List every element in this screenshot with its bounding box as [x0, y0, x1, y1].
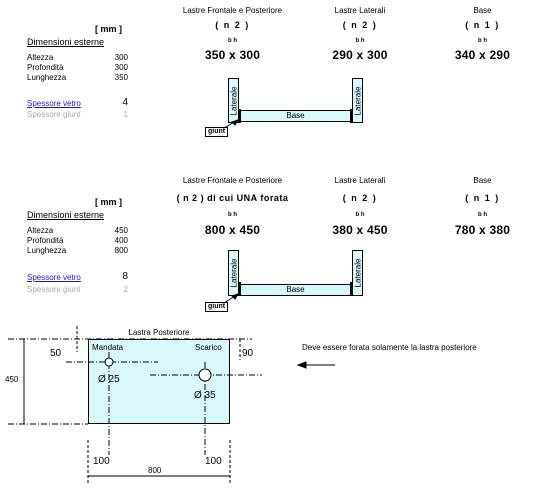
right-offset-value: 90 [242, 348, 254, 359]
spessore-giunt-label: Spessore giunt [27, 110, 81, 119]
laterale-right-panel: Laterale [352, 78, 363, 123]
col-frontale-title-2: Lastre Frontale e Posteriore [182, 176, 283, 185]
col-base-dims-2: 780 x 380 [454, 223, 511, 237]
mandata-hole [104, 357, 114, 367]
row-value-altezza-2: 450 [114, 226, 128, 235]
width-value: 800 [148, 466, 162, 475]
scarico-label: Scarico [195, 343, 222, 352]
row-label-lunghezza-2: Lunghezza [27, 246, 67, 255]
dimensions-heading: Dimensioni esterne [27, 37, 105, 47]
left-offset-value: 50 [50, 348, 62, 359]
rear-panel-title: Lastra Posteriore [128, 328, 190, 337]
row-label-profondita-2: Profondità [27, 236, 64, 245]
col-base-dims: 340 x 290 [454, 48, 511, 62]
laterale-right-panel-2: Laterale [352, 250, 363, 296]
unit-label-2: [ mm ] [95, 197, 122, 207]
note-arrowhead [296, 361, 307, 369]
col-laterali-qty: ( n 2 ) [342, 20, 378, 30]
mandata-label: Mandata [92, 343, 124, 352]
col-frontale-qty-2: ( n 2 ) di cui UNA forata [176, 193, 289, 203]
row-value-lunghezza-2: 800 [114, 246, 128, 255]
mandata-diameter: Ø 25 [98, 374, 120, 385]
row-value-profondita: 300 [114, 63, 128, 72]
row-label-lunghezza: Lunghezza [27, 73, 67, 82]
scarico-diameter: Ø 35 [194, 390, 216, 401]
row-value-lunghezza: 350 [114, 73, 128, 82]
dimensions-heading-2: Dimensioni esterne [27, 210, 105, 220]
giunt-tag-2: giunt [205, 302, 229, 312]
spessore-vetro-value[interactable]: 4 [122, 97, 128, 108]
col-laterali-ticks: b h [355, 38, 365, 44]
left-distance-value: 100 [93, 456, 110, 467]
row-label-altezza: Altezza [27, 53, 54, 62]
row-label-profondita: Profondità [27, 63, 64, 72]
col-base-title: Base [473, 6, 492, 15]
spessore-vetro-label[interactable]: Spessore vetro [27, 99, 81, 108]
joint-left [239, 109, 241, 123]
giunt-arrowhead-2 [231, 293, 240, 300]
col-laterali-qty-2: ( n 2 ) [342, 193, 378, 203]
drilling-note: Deve essere forata solamente la lastra p… [302, 343, 477, 352]
unit-label: [ mm ] [95, 24, 122, 34]
col-laterali-dims: 290 x 300 [332, 48, 388, 62]
col-laterali-title: Lastre Laterali [334, 6, 386, 15]
col-base-title-2: Base [473, 176, 492, 185]
spessore-vetro-value-2[interactable]: 8 [122, 271, 128, 282]
col-laterali-title-2: Lastre Laterali [334, 176, 386, 185]
spessore-giunt-value: 1 [123, 110, 128, 119]
rear-panel-shape [88, 339, 230, 424]
col-base-qty: ( n 1 ) [465, 20, 500, 30]
row-label-altezza-2: Altezza [27, 226, 54, 235]
col-frontale-dims-2: 800 x 450 [204, 223, 261, 237]
col-laterali-dims-2: 380 x 450 [332, 223, 388, 237]
col-base-qty-2: ( n 1 ) [465, 193, 500, 203]
spessore-giunt-label-2: Spessore giunt [27, 285, 81, 294]
right-distance-value: 100 [205, 456, 222, 467]
col-frontale-title: Lastre Frontale e Posteriore [182, 6, 283, 15]
row-value-altezza: 300 [114, 53, 128, 62]
scarico-hole [198, 368, 212, 382]
col-base-ticks: b h [478, 38, 487, 44]
spessore-vetro-label-2[interactable]: Spessore vetro [27, 273, 81, 282]
col-laterali-ticks-2: b h [355, 212, 365, 218]
joint-left-2 [239, 282, 241, 296]
col-frontale-ticks-2: b h [228, 212, 237, 218]
row-value-profondita-2: 400 [114, 236, 128, 245]
giunt-tag: giunt [205, 127, 229, 137]
spessore-giunt-value-2: 2 [123, 285, 128, 294]
col-base-ticks-2: b h [478, 212, 487, 218]
col-frontale-dims: 350 x 300 [204, 48, 261, 62]
joint-right-2 [350, 282, 352, 296]
giunt-arrowhead-1 [231, 119, 240, 126]
col-frontale-qty: ( n 2 ) [215, 20, 250, 30]
col-frontale-ticks: b h [228, 38, 237, 44]
joint-right [350, 109, 352, 123]
height-value: 450 [5, 375, 19, 384]
